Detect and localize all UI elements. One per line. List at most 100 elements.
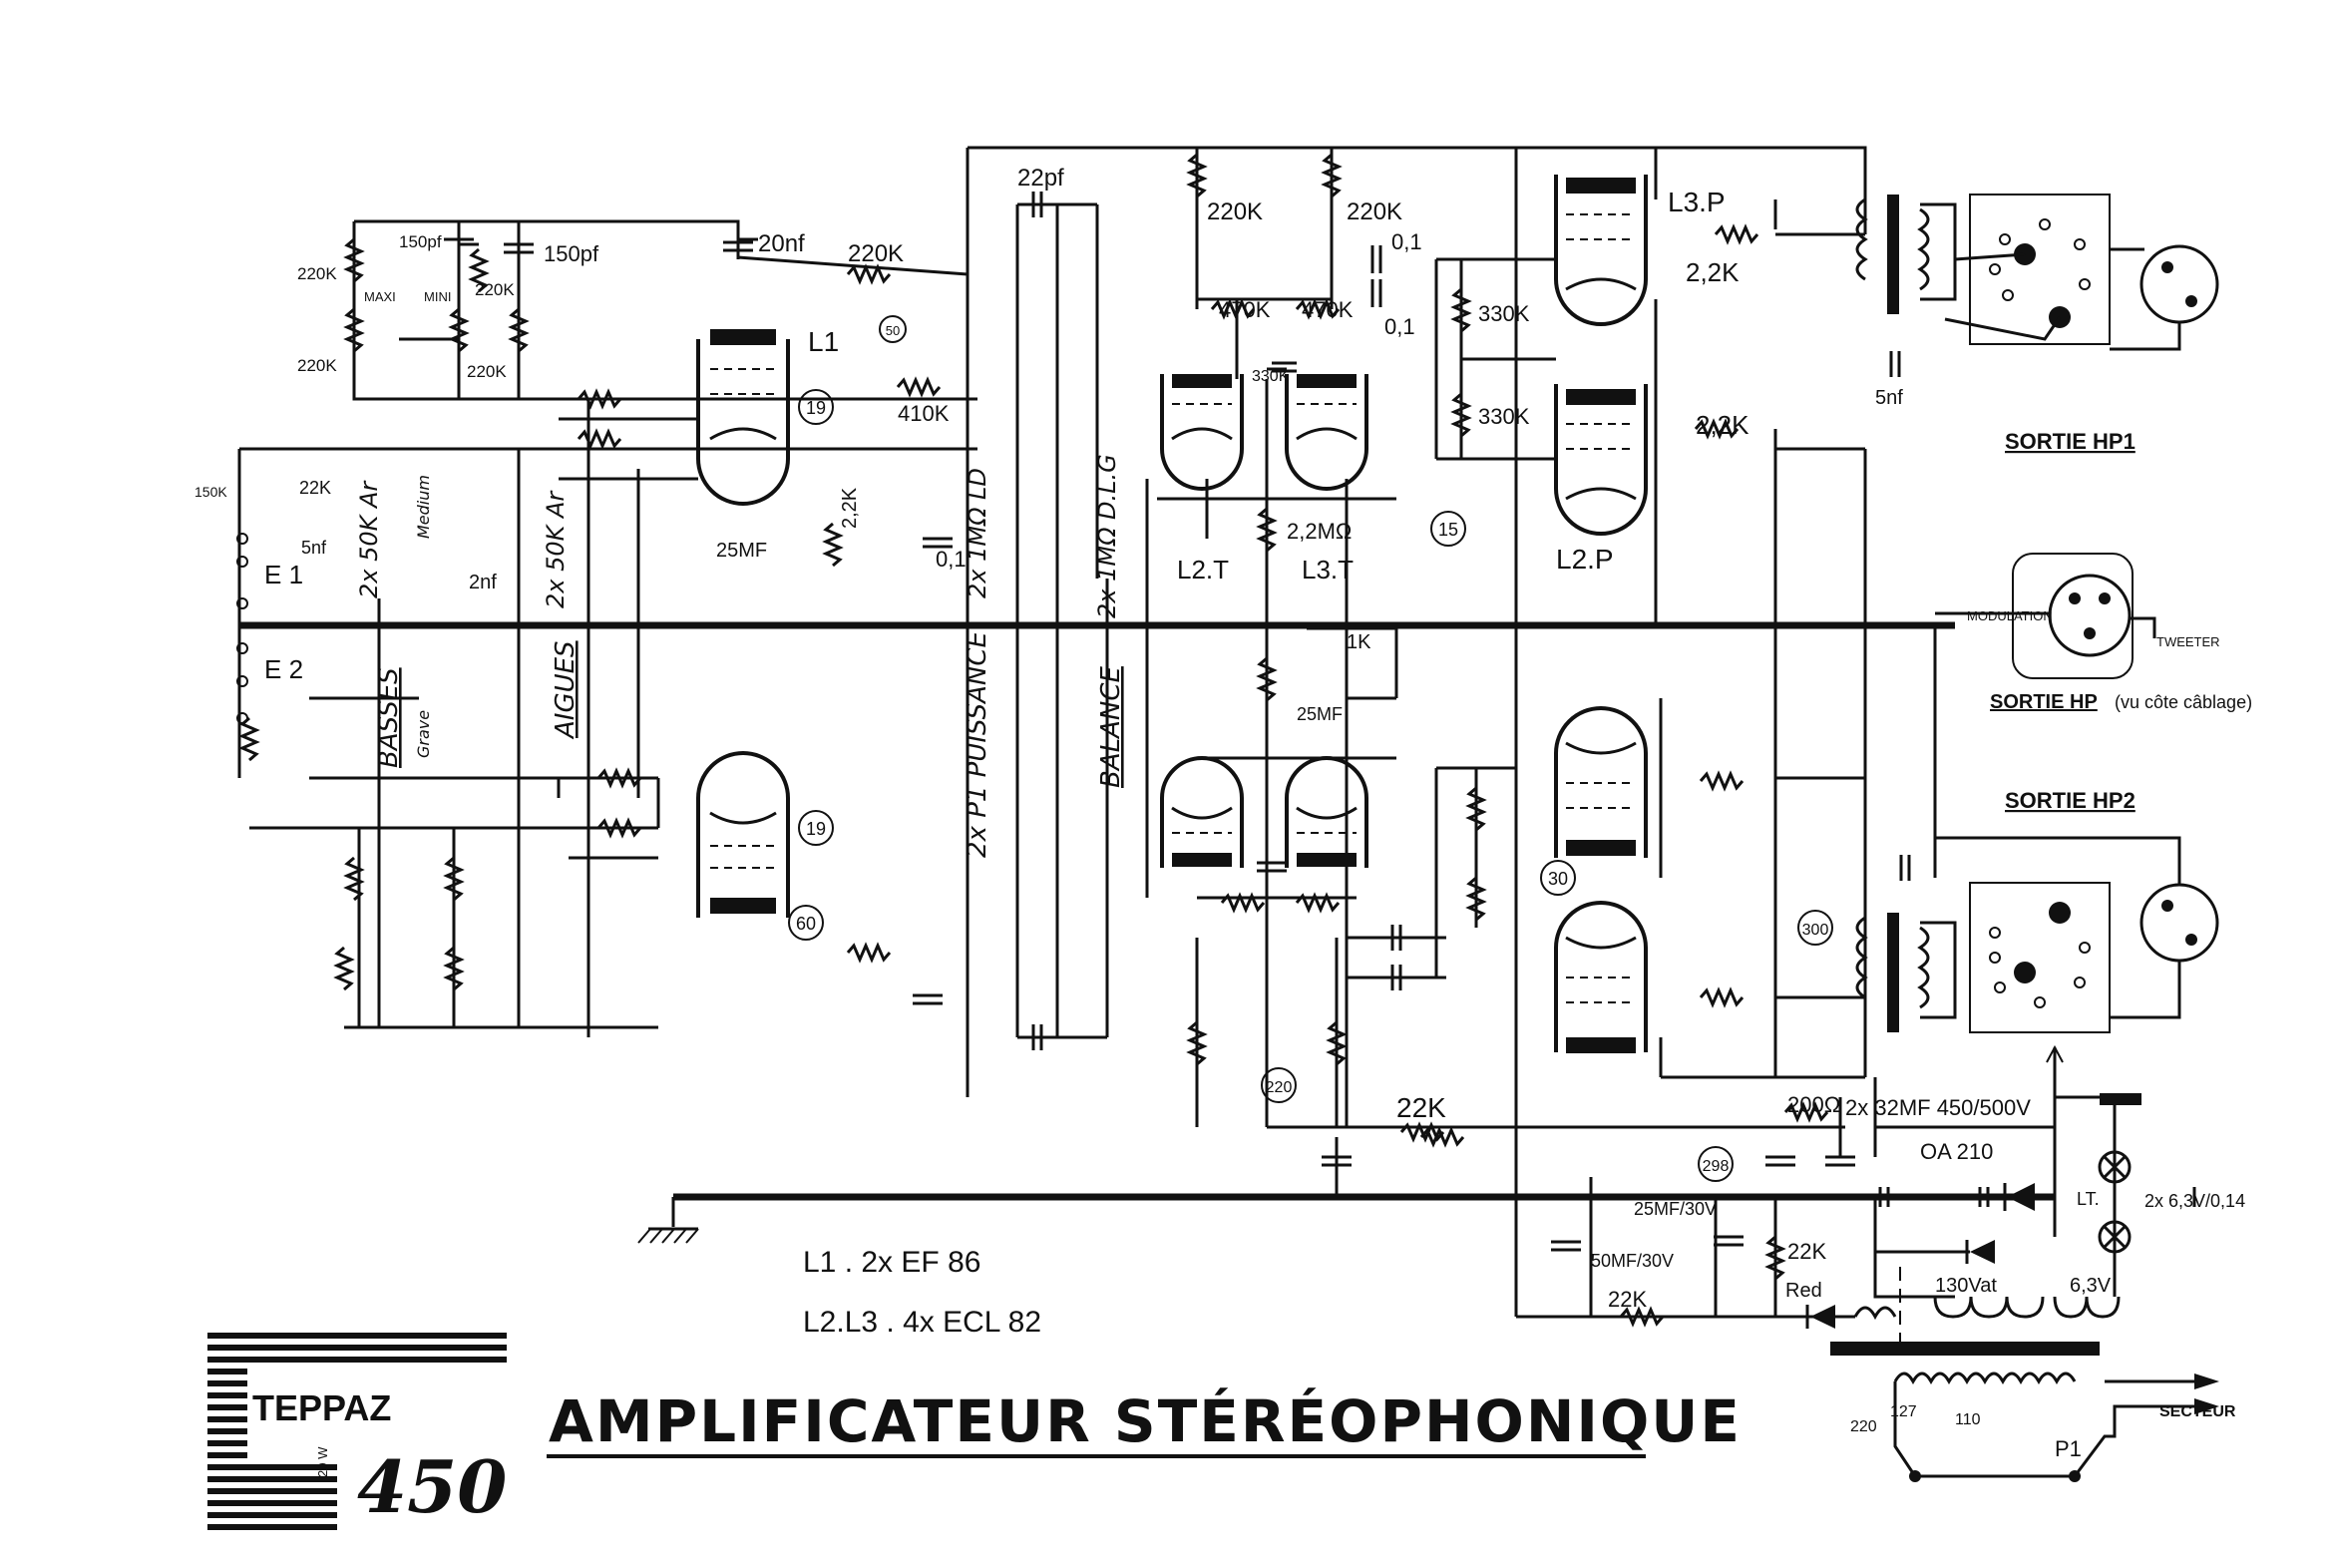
legend-l1: L1 . 2x EF 86	[803, 1246, 980, 1279]
label-tweeter: TWEETER	[2156, 634, 2220, 649]
logo-model: 450	[357, 1444, 507, 1529]
label-tube-l2p: L2.P	[1556, 544, 1614, 575]
label-130vat: 130Vat	[1935, 1275, 1997, 1297]
label-r220k-b: 220K	[297, 356, 337, 375]
legend-l2l3: L2.L3 . 4x ECL 82	[803, 1306, 1041, 1339]
label-aigues: AIGUES	[551, 640, 581, 740]
label-puissance: 2x P1 PUISSANCE	[963, 630, 992, 858]
label-medium: Medium	[414, 475, 433, 539]
label-r22k-in: 22K	[299, 478, 331, 498]
label-secteur: SECTEUR	[2159, 1403, 2236, 1420]
input-jacks	[236, 533, 248, 724]
label-tap110: 110	[1955, 1411, 1981, 1428]
label-r22k-psu-a: 22K	[1608, 1287, 1647, 1312]
tube-l2t-lower	[1160, 756, 1244, 868]
label-r22k-c: 2,2K	[839, 487, 861, 529]
label-r330k-c: 330K	[1252, 368, 1290, 385]
label-pot-ld: 2x 1MΩ LD	[964, 468, 991, 598]
label-tube-l1: L1	[808, 326, 839, 357]
label-red: Red	[1785, 1280, 1822, 1302]
ground-symbol	[637, 1227, 699, 1244]
tag-19-b: 19	[806, 819, 826, 839]
label-c150pf-a: 150pf	[399, 232, 442, 251]
logo-side-text: 20 W	[315, 1446, 330, 1477]
resistors	[238, 153, 1829, 1328]
label-sortie-hp2: SORTIE HP2	[2005, 788, 2136, 813]
label-r22meg: 2,2MΩ	[1287, 519, 1352, 544]
label-c20nf: 20nf	[758, 230, 805, 257]
tag-300: 300	[1802, 922, 1829, 939]
label-tap220: 220	[1850, 1418, 1877, 1435]
label-sortie-hp: SORTIE HP	[1990, 691, 2098, 713]
tag-15: 15	[1438, 520, 1458, 540]
teppaz-logo: TEPPAZ 450 20 W	[207, 1333, 527, 1538]
tube-l1-upper	[696, 329, 790, 506]
label-r220k-c: 220K	[475, 280, 515, 299]
label-r470k-a: 470K	[1219, 297, 1271, 322]
label-modulation: MODULATION	[1967, 608, 2053, 623]
label-basses: BASSES	[374, 667, 404, 768]
label-c50mf30v: 50MF/30V	[1591, 1251, 1674, 1271]
label-r220k-f: 220K	[1207, 198, 1263, 225]
tube-l2t-upper	[1160, 374, 1244, 491]
label-sortie-hp-note: (vu côte câblage)	[2115, 692, 2252, 712]
label-sortie-hp1: SORTIE HP1	[2005, 429, 2136, 454]
label-tube-l3p: L3.P	[1668, 187, 1726, 217]
label-c01-b: 0,1	[1384, 314, 1415, 339]
label-c25mf-a: 25MF	[716, 540, 767, 562]
label-tap127: 127	[1890, 1403, 1917, 1420]
logo-brand: TEPPAZ	[252, 1387, 391, 1428]
tube-l2p-upper	[1554, 384, 1648, 536]
page-title: AMPLIFICATEUR STÉRÉOPHONIQUE	[549, 1386, 1742, 1455]
label-r410k: 410K	[898, 401, 950, 426]
power-supply	[1589, 1044, 2219, 1482]
tone-network-upper	[237, 219, 977, 1037]
label-tube-l2t: L2.T	[1177, 555, 1229, 585]
label-r470k-b: 470K	[1302, 297, 1354, 322]
output-transformer-hp1	[1855, 194, 2219, 351]
label-grave: Grave	[414, 710, 433, 758]
tag-19-a: 19	[806, 398, 826, 418]
label-c22pf: 22pf	[1017, 165, 1064, 192]
label-r22k-a: 2,2K	[1686, 257, 1740, 287]
label-c150pf-b: 150pf	[544, 241, 599, 266]
label-r220k-d: 220K	[467, 362, 507, 381]
label-r220k-g: 220K	[1347, 198, 1402, 225]
node-tags	[788, 315, 1833, 1182]
label-lt: LT.	[2077, 1189, 2100, 1209]
label-pot-basses: 2x 50K Ar	[355, 480, 383, 598]
label-c5nf-a: 5nf	[301, 538, 327, 558]
tag-220: 220	[1266, 1079, 1293, 1096]
output-transformer-hp2	[1855, 836, 2219, 1033]
tag-298: 298	[1703, 1158, 1730, 1175]
label-pot-aigues: 2x 50K Ar	[542, 490, 570, 608]
tube-l1-lower	[696, 751, 790, 918]
label-r22k-b: 2,2K	[1696, 410, 1749, 440]
din-socket-hp	[1935, 553, 2156, 679]
label-r220k-e: 220K	[848, 240, 904, 267]
center-wiring	[966, 146, 1937, 1319]
label-r220k-a: 220K	[297, 264, 337, 283]
tag-30: 30	[1548, 869, 1568, 889]
label-r1k: 1K	[1347, 631, 1371, 653]
label-tube-l3t: L3.T	[1302, 555, 1354, 585]
label-maxi: MAXI	[364, 289, 396, 304]
tube-l3p	[1554, 175, 1648, 326]
label-input-e1: E 1	[264, 560, 303, 589]
label-c01-a: 0,1	[1391, 229, 1422, 254]
label-mini: MINI	[424, 289, 451, 304]
tube-l3t-lower	[1285, 756, 1368, 868]
label-63v: 6,3V	[2070, 1275, 2112, 1297]
label-oa210: OA 210	[1920, 1139, 1993, 1164]
tube-l2p-lower	[1554, 901, 1648, 1053]
label-r50k: 150K	[194, 484, 227, 500]
label-r330k-a: 330K	[1478, 301, 1530, 326]
label-r200: 200Ω	[1787, 1092, 1840, 1117]
label-pot-dlg: 2x 1MΩ D.L.G	[1093, 454, 1121, 618]
label-p1: P1	[2055, 1436, 2082, 1461]
label-balance: BALANCE	[1096, 666, 1126, 788]
capacitors	[444, 192, 2196, 1252]
label-input-e2: E 2	[264, 654, 303, 684]
tag-60: 60	[796, 914, 816, 934]
